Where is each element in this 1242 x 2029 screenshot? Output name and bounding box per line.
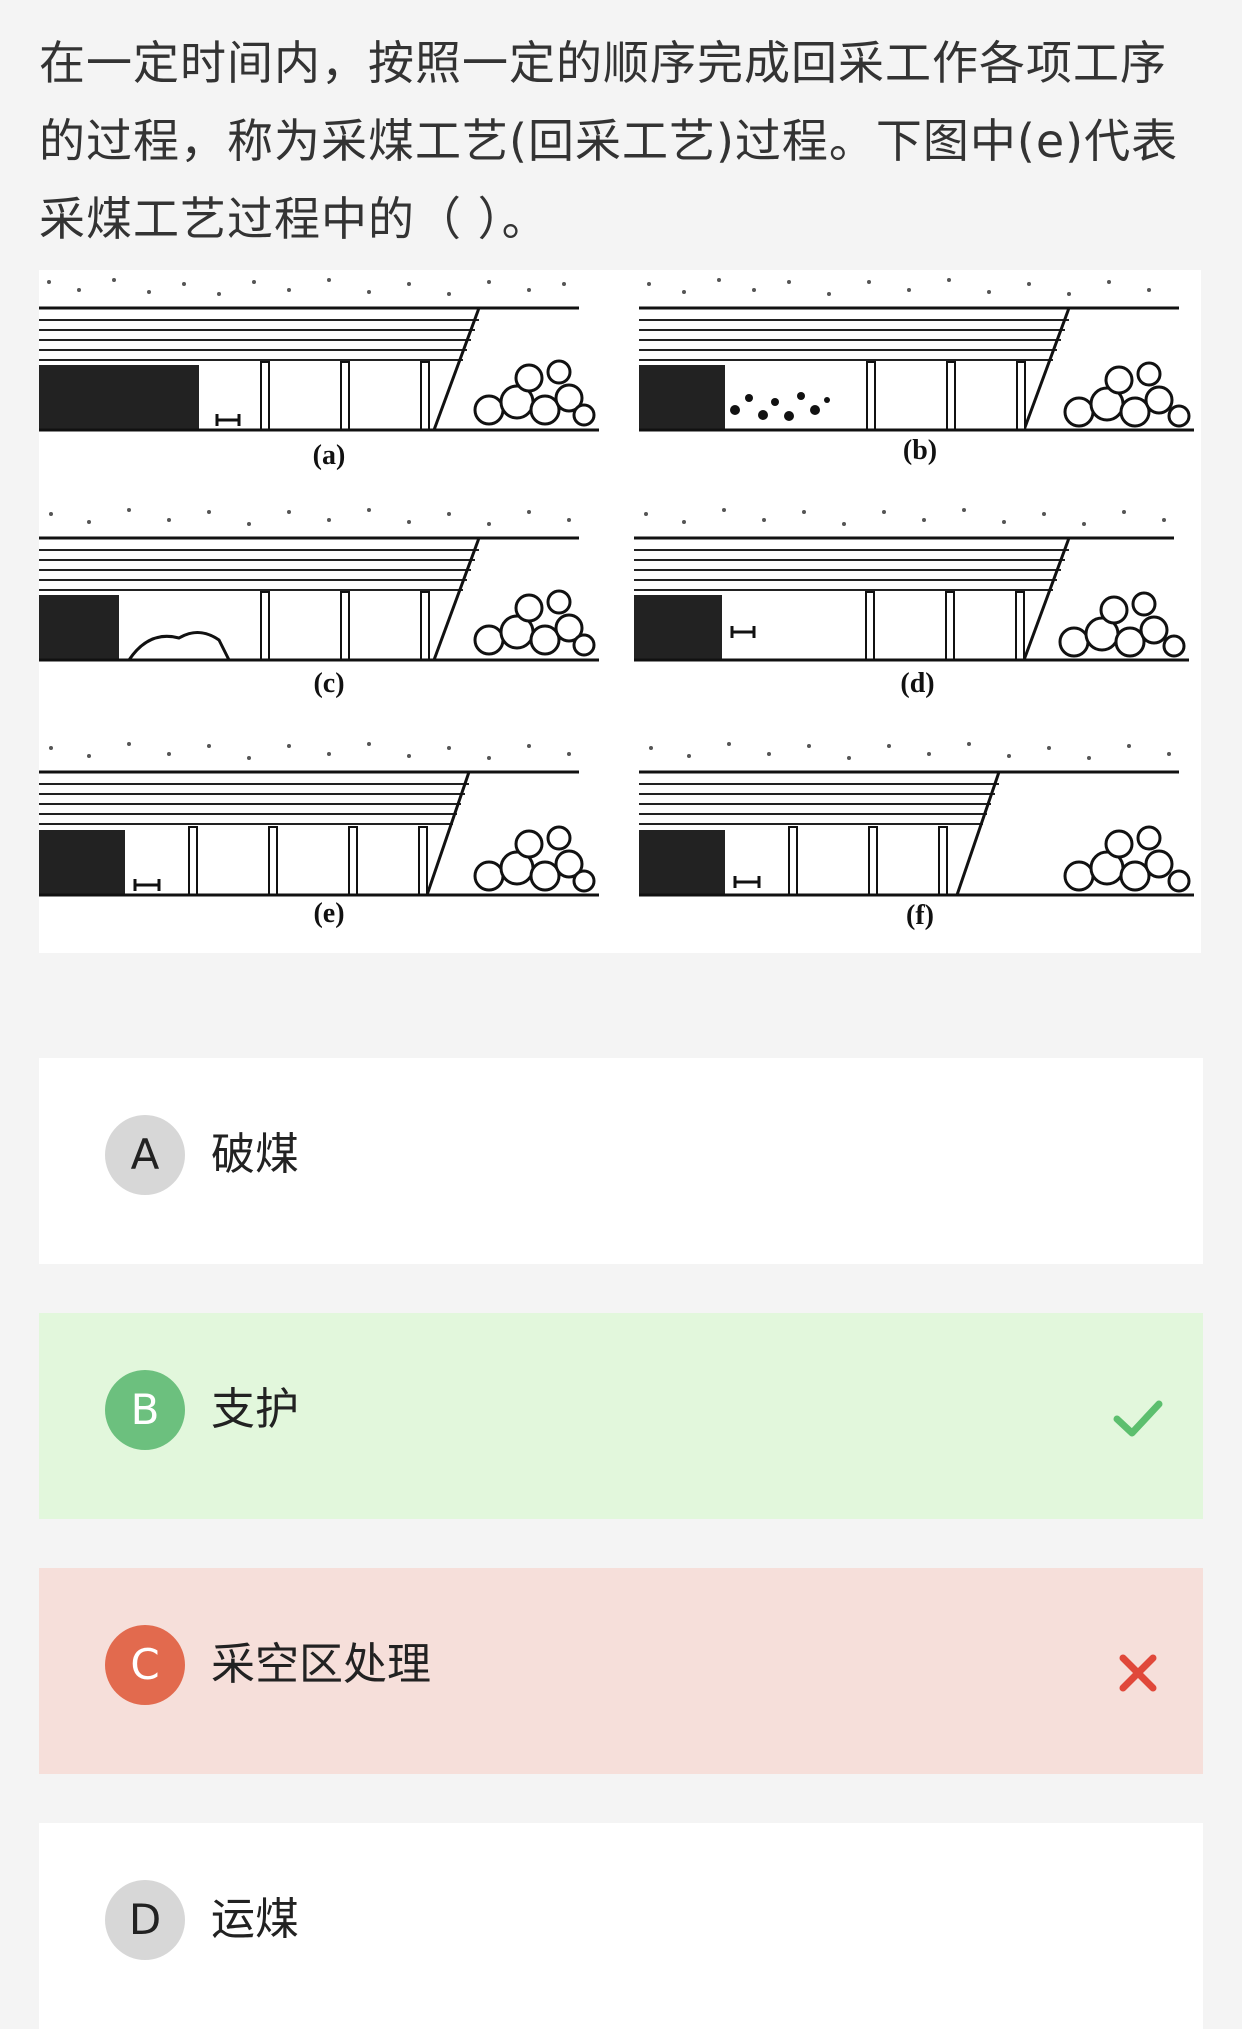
panel-c-drawing xyxy=(39,508,599,662)
panel-a-caption: (a) xyxy=(312,440,346,471)
panel-e-caption: (e) xyxy=(313,898,345,929)
figure-panel-d: (d) xyxy=(634,500,1201,730)
option-b[interactable]: B 支护 xyxy=(39,1313,1203,1519)
option-c-text: 采空区处理 xyxy=(211,1639,431,1690)
panel-e-drawing xyxy=(39,742,599,897)
cross-icon xyxy=(1119,1654,1157,1692)
mining-process-figure: (a) (b) xyxy=(39,270,1201,953)
check-icon xyxy=(1113,1400,1163,1437)
panel-a-drawing xyxy=(39,270,599,432)
option-c[interactable]: C 采空区处理 xyxy=(39,1568,1203,1774)
option-c-letter-badge: C xyxy=(105,1625,185,1705)
option-d-letter-badge: D xyxy=(105,1880,185,1960)
panel-f-drawing xyxy=(639,742,1194,897)
figure-panel-b: (b) xyxy=(639,270,1201,500)
figure-panel-a: (a) xyxy=(39,270,619,500)
figure-panel-c: (c) xyxy=(39,500,619,730)
panel-c-caption: (c) xyxy=(313,668,345,699)
panel-d-drawing xyxy=(634,508,1189,662)
option-b-text: 支护 xyxy=(211,1384,299,1435)
panel-b-caption: (b) xyxy=(902,435,938,466)
option-d[interactable]: D 运煤 xyxy=(39,1823,1203,2029)
figure-panel-e: (e) xyxy=(39,730,619,953)
option-a-letter-badge: A xyxy=(105,1115,185,1195)
question-text: 在一定时间内，按照一定的顺序完成回采工作各项工序的过程，称为采煤工艺(回采工艺)… xyxy=(39,36,1179,246)
panel-f-caption: (f) xyxy=(906,900,934,931)
option-a[interactable]: A 破煤 xyxy=(39,1058,1203,1264)
option-d-text: 运煤 xyxy=(211,1894,299,1945)
panel-d-caption: (d) xyxy=(900,668,935,699)
panel-b-drawing xyxy=(639,278,1194,432)
option-a-text: 破煤 xyxy=(211,1129,299,1180)
figure-panel-f: (f) xyxy=(639,730,1201,953)
option-b-letter-badge: B xyxy=(105,1370,185,1450)
